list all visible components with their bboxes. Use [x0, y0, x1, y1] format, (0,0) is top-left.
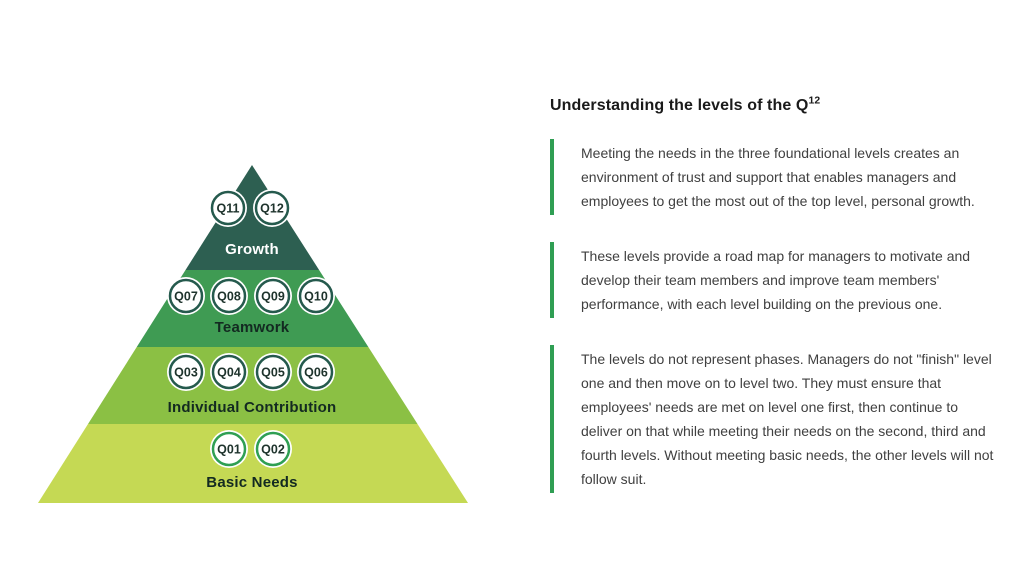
page-title: Understanding the levels of the Q12 — [550, 95, 996, 115]
band-basic-needs — [38, 424, 468, 503]
q-chip-label: Q09 — [261, 290, 285, 304]
q-chip-label: Q05 — [261, 366, 285, 380]
info-paragraph-foundational-levels: Meeting the needs in the three foundatio… — [550, 139, 996, 215]
q-chip-label: Q03 — [174, 366, 198, 380]
q-chip-circle — [210, 190, 246, 226]
q-chip-circle — [211, 431, 247, 467]
q-chip-label: Q08 — [217, 290, 241, 304]
q-chip-circle — [211, 354, 247, 390]
q-chip-circle — [298, 354, 334, 390]
q-chip-label: Q11 — [217, 202, 240, 216]
q12-pyramid-diagram: Q11 Q12 Growth Q07 Q08 Q09 Q10 — [38, 165, 468, 503]
level-label-teamwork: Teamwork — [215, 319, 290, 336]
q-chip-q09: Q09 — [254, 277, 292, 315]
info-paragraph-road-map: These levels provide a road map for mana… — [550, 242, 996, 318]
q-chip-label: Q01 — [217, 443, 241, 457]
q-chip-q12: Q12 — [253, 189, 291, 227]
q-chip-circle — [168, 354, 204, 390]
q-chip-circle — [255, 431, 291, 467]
q-chip-label: Q06 — [304, 366, 328, 380]
q-chip-q08: Q08 — [210, 277, 248, 315]
q-chip-label: Q07 — [174, 290, 198, 304]
page-title-text: Understanding the levels of the Q — [550, 97, 809, 114]
level-label-growth: Growth — [225, 241, 279, 258]
q-chip-circle — [168, 278, 204, 314]
q-chip-q03: Q03 — [167, 353, 205, 391]
q-chip-q01: Q01 — [210, 430, 248, 468]
title-superscript: 12 — [808, 95, 821, 107]
q-chip-circle — [255, 278, 291, 314]
q-chip-q06: Q06 — [297, 353, 335, 391]
q-chip-label: Q04 — [217, 366, 241, 380]
q-chip-circle — [254, 190, 290, 226]
info-paragraph-not-phases: The levels do not represent phases. Mana… — [550, 345, 996, 493]
q-chip-q07: Q07 — [167, 277, 205, 315]
q-chip-q10: Q10 — [297, 277, 335, 315]
q-chip-label: Q02 — [261, 443, 285, 457]
q-chip-circle — [255, 354, 291, 390]
level-label-basic-needs: Basic Needs — [206, 474, 297, 491]
q-chip-circle — [298, 278, 334, 314]
q-chip-q05: Q05 — [254, 353, 292, 391]
q-chip-q11: Q11 — [209, 189, 247, 227]
q-chip-q02: Q02 — [254, 430, 292, 468]
q-chip-label: Q10 — [304, 290, 328, 304]
info-panel: Understanding the levels of the Q12 Meet… — [550, 95, 996, 493]
q-chip-label: Q12 — [260, 202, 284, 216]
q-chip-circle — [211, 278, 247, 314]
q-chip-q04: Q04 — [210, 353, 248, 391]
level-label-individual-contribution: Individual Contribution — [168, 399, 337, 416]
